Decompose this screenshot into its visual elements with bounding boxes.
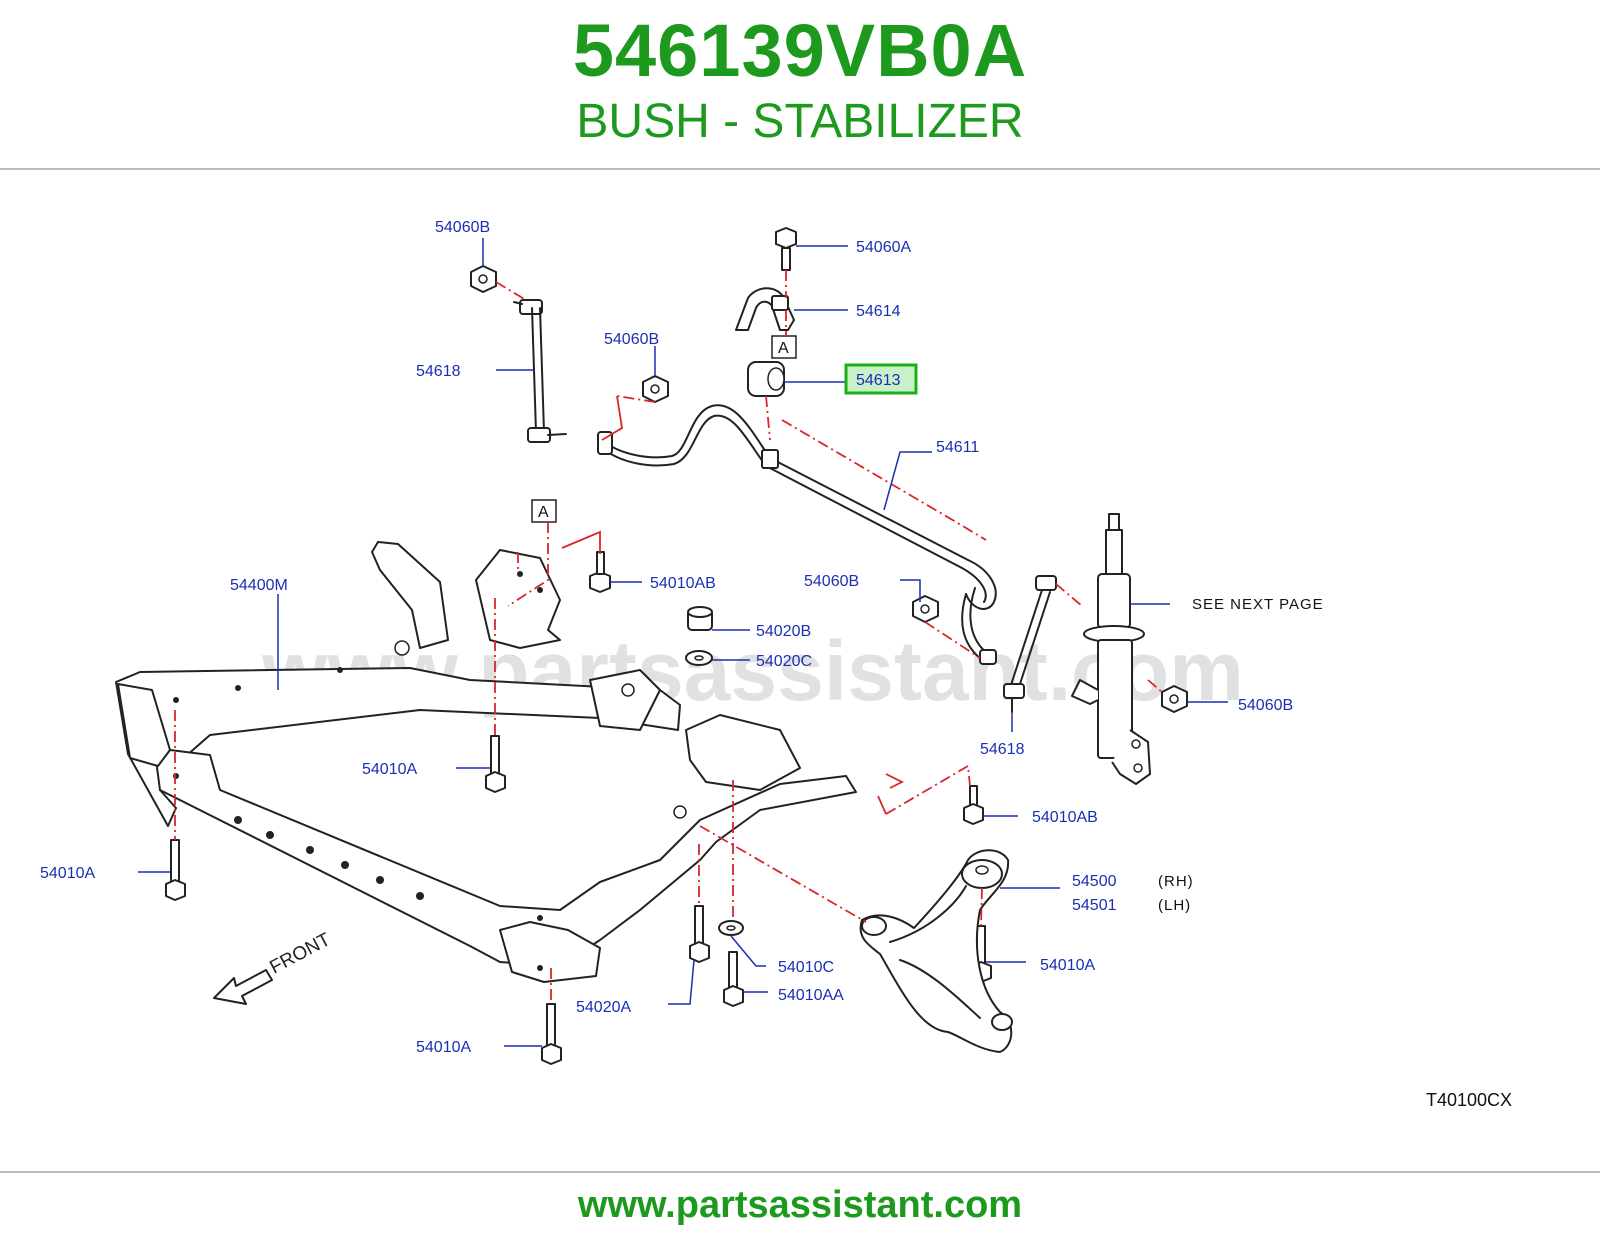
reference-box-a-upper-label: A bbox=[778, 340, 789, 357]
callout-54020C[interactable]: 54020C bbox=[756, 653, 812, 670]
callout-54010C[interactable]: 54010C bbox=[778, 959, 834, 976]
stabilizer-bar-54611[interactable] bbox=[597, 404, 997, 665]
footer-divider bbox=[0, 1171, 1600, 1173]
callout-54010A-arm[interactable]: 54010A bbox=[1040, 957, 1095, 974]
bolt-54010AA[interactable] bbox=[723, 951, 744, 1007]
callout-54613-highlighted[interactable]: 54613 bbox=[856, 372, 901, 389]
part-number-title: 546139VB0A bbox=[572, 9, 1028, 92]
washer-54010C[interactable] bbox=[718, 920, 744, 936]
stabilizer-link-left-54618[interactable] bbox=[513, 299, 567, 443]
bolt-54010AB-lower[interactable] bbox=[963, 785, 984, 825]
callout-54400M[interactable]: 54400M bbox=[230, 577, 288, 594]
leader-lines bbox=[138, 238, 1228, 1047]
header-divider bbox=[0, 168, 1600, 170]
stabilizer-clamp-54614[interactable] bbox=[735, 287, 795, 331]
bolt-54010A-bottom[interactable] bbox=[541, 1003, 562, 1065]
highlight-box-54613 bbox=[844, 363, 918, 395]
washer-54020C[interactable] bbox=[685, 650, 713, 666]
shock-absorber-strut[interactable] bbox=[1071, 513, 1151, 785]
exploded-parts-diagram: www.partsassistant.com bbox=[40, 219, 1512, 1110]
callout-54500[interactable]: 54500 bbox=[1072, 873, 1117, 890]
callout-54060B-mid[interactable]: 54060B bbox=[604, 331, 659, 348]
bolt-54020A[interactable] bbox=[689, 905, 710, 963]
callout-54020A[interactable]: 54020A bbox=[576, 999, 631, 1016]
header: 546139VB0A BUSH - STABILIZER bbox=[0, 0, 1600, 168]
assembly-lines bbox=[174, 270, 1163, 1004]
callout-54020B[interactable]: 54020B bbox=[756, 623, 811, 640]
label-rh: (RH) bbox=[1158, 873, 1194, 890]
callout-54618-right[interactable]: 54618 bbox=[980, 741, 1025, 758]
transverse-link-54500-54501[interactable] bbox=[859, 849, 1013, 1053]
reference-box-a-upper: A bbox=[771, 335, 797, 359]
callout-54010A-center[interactable]: 54010A bbox=[362, 761, 417, 778]
callout-labels: 54060B 54060A 54614 54618 54060B 54613 5… bbox=[40, 219, 1293, 1056]
callout-54611[interactable]: 54611 bbox=[936, 439, 979, 456]
callout-54010A-bottom[interactable]: 54010A bbox=[416, 1039, 471, 1056]
callout-54010AB-upper[interactable]: 54010AB bbox=[650, 575, 716, 592]
callout-54010AB-lower[interactable]: 54010AB bbox=[1032, 809, 1098, 826]
callout-54010AA[interactable]: 54010AA bbox=[778, 987, 844, 1004]
callout-54060A[interactable]: 54060A bbox=[856, 239, 911, 256]
callout-54060B-right[interactable]: 54060B bbox=[804, 573, 859, 590]
front-label: FRONT bbox=[266, 929, 334, 978]
callout-54618-left[interactable]: 54618 bbox=[416, 363, 461, 380]
callout-54060B-strut[interactable]: 54060B bbox=[1238, 697, 1293, 714]
suspension-member-54400M[interactable] bbox=[115, 541, 857, 983]
bolt-54060A[interactable] bbox=[775, 227, 797, 271]
nut-54060B-mid[interactable] bbox=[642, 375, 669, 403]
nut-54060B-top[interactable] bbox=[470, 265, 497, 293]
callout-54614[interactable]: 54614 bbox=[856, 303, 901, 320]
nut-54060B-strut[interactable] bbox=[1161, 685, 1188, 713]
callout-54010A-left[interactable]: 54010A bbox=[40, 865, 95, 882]
nut-54060B-right[interactable] bbox=[912, 595, 939, 623]
see-next-page-note: SEE NEXT PAGE bbox=[1192, 596, 1324, 613]
label-lh: (LH) bbox=[1158, 897, 1191, 914]
footer-url[interactable]: www.partsassistant.com bbox=[577, 1184, 1023, 1226]
stabilizer-link-right-54618[interactable] bbox=[1003, 575, 1057, 713]
reference-box-a-lower: A bbox=[531, 499, 557, 523]
part-name-subtitle: BUSH - STABILIZER bbox=[576, 95, 1024, 148]
nut-54020B[interactable] bbox=[687, 606, 713, 631]
bolt-54010AB-upper[interactable] bbox=[589, 551, 611, 593]
bolt-54010A-center[interactable] bbox=[485, 735, 506, 793]
front-direction-indicator: FRONT bbox=[213, 929, 334, 1005]
reference-box-a-lower-label: A bbox=[538, 504, 549, 521]
stabilizer-bush-54613[interactable] bbox=[747, 361, 785, 397]
diagram-code: T40100CX bbox=[1426, 1090, 1512, 1110]
front-arrow-icon bbox=[213, 969, 273, 1005]
bolt-54010A-left[interactable] bbox=[165, 839, 186, 901]
callout-54501[interactable]: 54501 bbox=[1072, 897, 1117, 914]
callout-54060B-top[interactable]: 54060B bbox=[435, 219, 490, 236]
